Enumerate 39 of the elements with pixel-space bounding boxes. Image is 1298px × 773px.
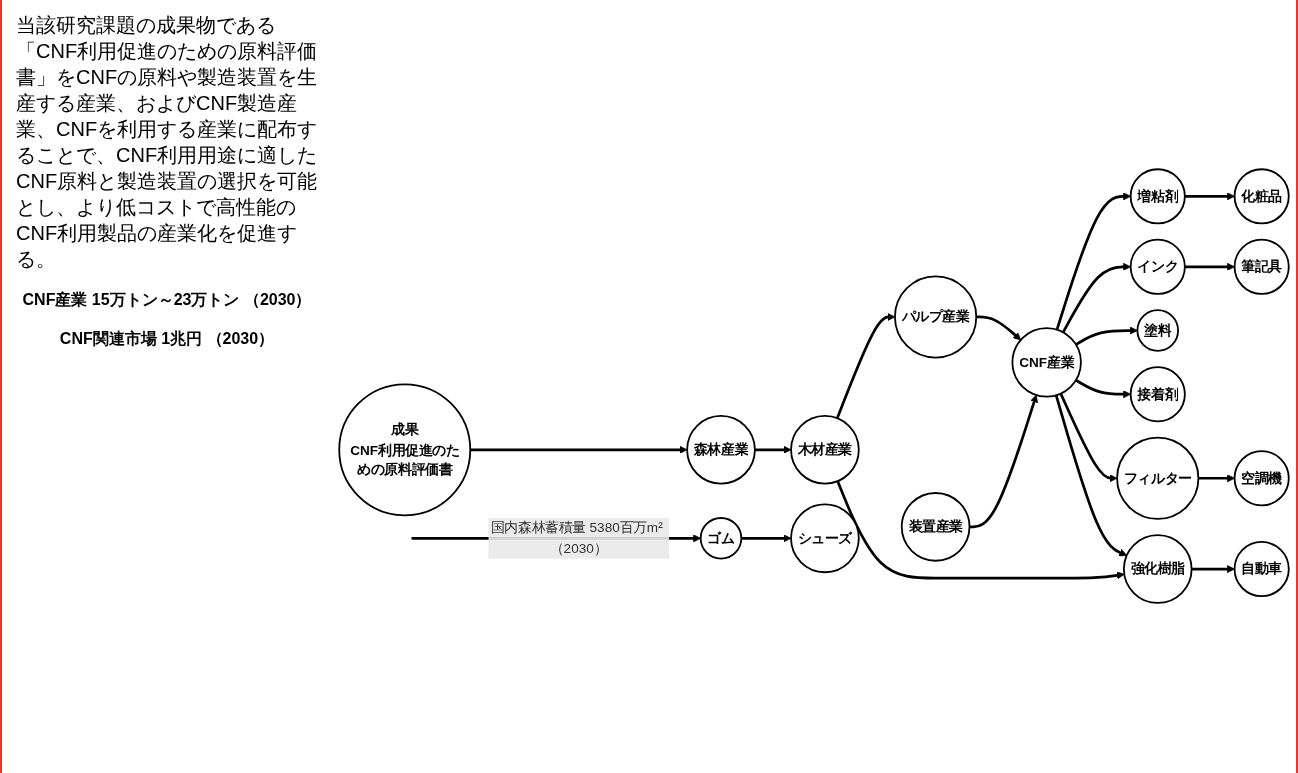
node-circle: 強化樹脂 [1122,534,1193,605]
arrow [1184,192,1235,201]
node-circle: 森林産業 [686,415,756,485]
node-circle: 空調機 [1233,450,1290,507]
node-circle: ゴム [699,517,743,560]
node-circle: 自動車 [1233,541,1290,598]
arrow [1055,192,1131,331]
arrow [1191,565,1235,574]
arrow [1184,263,1235,272]
node-circle: 接着剤 [1129,366,1186,423]
node-circle: 化粧品 [1233,168,1290,225]
node-circle: 成果 CNF利用促進のための原料評価書 [338,383,472,517]
node-circle: シューズ [790,503,860,574]
node-circle: 装置産業 [900,492,971,563]
node-circle: フィルター [1116,437,1200,521]
arrow [1061,263,1131,334]
arrow [754,446,792,455]
arrow [969,395,1038,529]
node-circle: パルプ産業 [894,275,978,359]
edge-label: 国内森林蓄積量 5380百万m² （2030） [490,520,663,556]
node-circle: 塗料 [1136,309,1179,353]
node-circle: 筆記具 [1233,239,1290,296]
note-text: CNF関連市場 1兆円 （2030） [58,329,276,349]
node-circle: CNF産業 [1011,327,1082,398]
arrow [836,481,1125,580]
node-circle: インク [1129,239,1186,296]
node-circle: 増粘剤 [1129,168,1186,225]
arrow [1075,379,1131,399]
arrow [470,446,688,455]
arrow [1059,393,1118,483]
note-text: CNF産業 15万トン～23万トン （2030） [21,290,313,310]
arrow [976,316,1022,341]
node-circle: 木材産業 [790,415,860,485]
arrow [1198,474,1235,483]
arrow [741,534,792,543]
arrow [1054,395,1128,557]
description-text: 当該研究課題の成果物である「CNF利用促進のための原料評価書」をCNFの原料や製造装置を生産する産業、およびCNF製造産業、CNFを利用する産業に配布することで、CNF利用用途に適したCNF原料と製造装置の選択を可能とし、より低コストで高性能のCNF利用製品の産業化を促進する。 [16,13,318,272]
arrow [836,313,896,420]
arrow [1075,326,1138,347]
